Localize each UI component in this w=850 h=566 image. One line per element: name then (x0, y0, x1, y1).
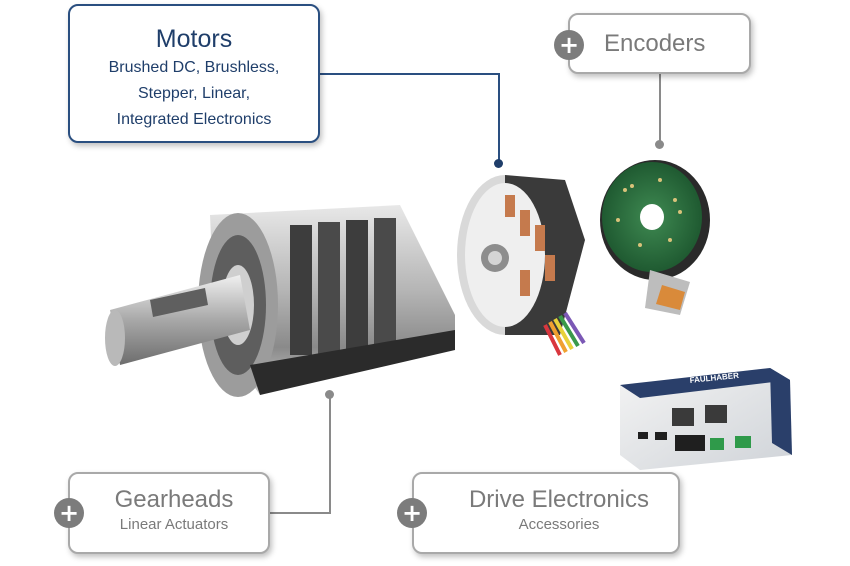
drive-electronics-title: Drive Electronics (468, 486, 650, 513)
encoders-expand-icon[interactable]: + (554, 30, 584, 60)
motors-line-3: Integrated Electronics (116, 111, 272, 128)
motor-illustration (457, 175, 586, 356)
drive-electronics-subtitle: Accessories (518, 516, 600, 533)
motors-connector-vertical (498, 73, 500, 163)
gearheads-title: Gearheads (114, 486, 234, 513)
controller-illustration: FAULHABER (620, 368, 792, 470)
drive-electronics-callout[interactable]: Drive Electronics Accessories (412, 472, 680, 554)
drive-electronics-expand-icon[interactable]: + (397, 498, 427, 528)
motors-title: Motors (155, 25, 233, 53)
gearheads-connector-horizontal (270, 512, 331, 514)
motors-line-2: Stepper, Linear, (137, 85, 251, 102)
gearheads-connector-dot (325, 390, 334, 399)
gearheads-subtitle: Linear Actuators (119, 516, 229, 533)
motors-callout[interactable]: Motors Brushed DC, Brushless, Stepper, L… (68, 4, 320, 143)
encoders-connector (659, 74, 661, 144)
encoders-callout[interactable]: Encoders (568, 13, 751, 74)
gearheads-callout[interactable]: Gearheads Linear Actuators (68, 472, 270, 554)
gearheads-expand-icon[interactable]: + (54, 498, 84, 528)
encoders-connector-dot (655, 140, 664, 149)
motors-connector-horizontal (320, 73, 500, 75)
motors-line-1: Brushed DC, Brushless, (108, 59, 280, 76)
motors-connector-dot (494, 159, 503, 168)
gearhead-illustration (105, 205, 455, 397)
encoder-illustration (600, 160, 710, 315)
encoders-title: Encoders (604, 30, 706, 57)
gearheads-connector-vertical (329, 396, 331, 514)
